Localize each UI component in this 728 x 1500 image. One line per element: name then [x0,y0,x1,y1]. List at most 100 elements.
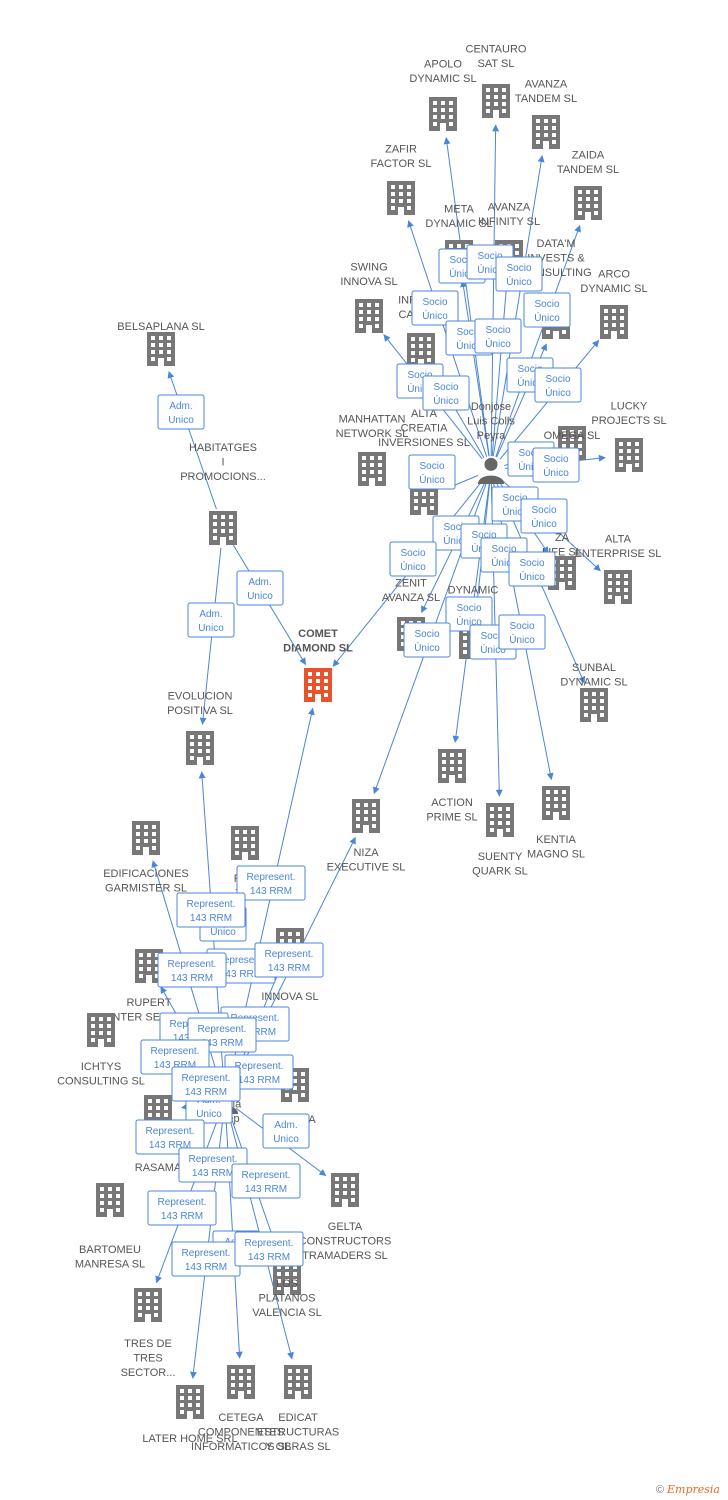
node-label-line: Luis Colls [467,416,515,428]
tag-box [236,865,306,901]
node-label-line: LUCKY [611,401,648,413]
tag-box [411,290,459,326]
building-icon [331,1173,359,1207]
company-node-belsaplana[interactable]: BELSAPLANA SL [117,321,205,366]
company-node-tres[interactable]: TRES DETRESSECTOR... [121,1288,176,1379]
tag-text: Represent. [189,1154,238,1165]
company-node-rasama[interactable]: RASAMA [135,1095,182,1174]
node-label-line: Peyra [477,430,507,442]
relation-tag-represent[interactable]: Represent.143 RRM [147,1190,217,1226]
tag-box [520,498,568,534]
relation-tag-represent[interactable]: Represent.143 RRM [171,1241,241,1277]
node-label-line: Y OBRAS SL [265,1441,330,1453]
tag-text: Represent. [245,1238,294,1249]
relation-tag-represent[interactable]: Represent.143 RRM [236,865,306,901]
relation-tag-represent[interactable]: Represent.143 RRM [135,1119,205,1155]
node-label-line: ZENIT [395,578,427,590]
building-icon [231,826,259,860]
tag-box [236,570,284,606]
relation-tag-represent[interactable]: Represent.143 RRM [176,892,246,928]
node-label-line: DYNAMIC SL [409,73,476,85]
relation-tag-adm[interactable]: Adm.Unico [157,394,205,430]
relation-tag-represent[interactable]: Represent.143 RRM [254,942,324,978]
relation-tag-adm[interactable]: Adm.Unico [187,602,235,638]
relation-tag-adm[interactable]: Adm.Unico [236,570,284,606]
relation-tag-represent[interactable]: Represent.143 RRM [157,952,227,988]
relation-tag-represent[interactable]: Represent.143 RRM [178,1147,248,1183]
building-icon [186,731,214,765]
relation-tag-adm[interactable]: Adm.Unico [262,1113,310,1149]
node-label-line: ICHTYS [81,1061,121,1073]
relation-tag-represent[interactable]: Represent.143 RRM [171,1066,241,1102]
company-node-later[interactable]: LATER HOME SRL [142,1385,238,1445]
relation-tag-represent[interactable]: Represent.143 RRM [234,1231,304,1267]
tag-text: Adm. [248,577,271,588]
tag-text: 143 RRM [149,1140,191,1151]
relation-tag-represent[interactable]: Represent.143 RRM [231,1163,301,1199]
tag-text: Represent. [151,1046,200,1057]
node-label-line: VALENCIA SL [252,1307,322,1319]
tag-text: Único [433,394,459,407]
footer-copyright[interactable]: © Empresia [656,1483,720,1496]
tag-box [262,1113,310,1149]
node-label-line: PROMOCIONS... [180,471,266,483]
tag-box [445,596,493,632]
company-node-omega[interactable]: OMEGA SL [544,426,601,460]
company-node-habitatges[interactable]: HABITATGESIPROMOCIONS... [180,442,266,545]
company-node-innova_m[interactable]: INNOVA SL [261,928,319,1003]
tag-text: Represent. [247,872,296,883]
building-icon [147,332,175,366]
node-label-line: CETEGA [218,1412,264,1424]
node-label-line: DIAMOND SL [283,643,353,655]
node-label-line: DYNAMIC SL [425,218,492,230]
node-label-line: TRAMADERS SL [302,1250,388,1262]
tag-text: Único [545,386,571,399]
relation-tag-represent[interactable]: Represent.143 RRM [140,1039,210,1075]
edge-p1-centauro [490,124,500,457]
